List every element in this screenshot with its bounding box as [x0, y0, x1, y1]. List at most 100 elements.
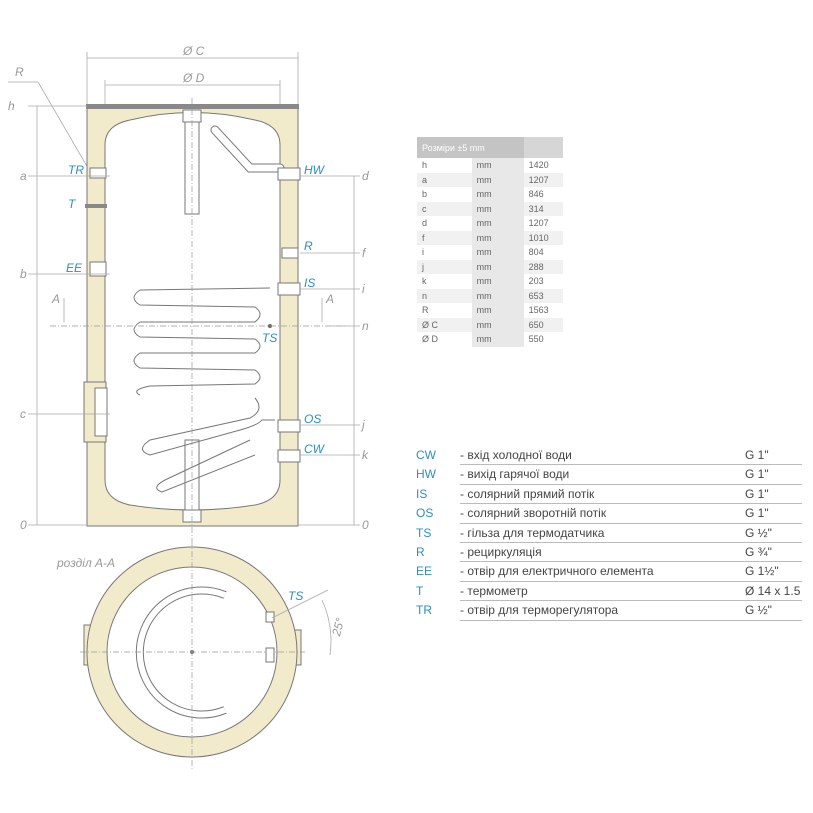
dim-value: 1010	[523, 230, 563, 245]
dim-value: 804	[528, 247, 544, 258]
label-ee: EE	[66, 261, 83, 275]
legend-description: - термометр	[460, 583, 528, 598]
dim-key: n	[417, 288, 472, 303]
legend-description: - гільза для термодатчика	[460, 525, 605, 540]
dim-r: R	[15, 65, 24, 79]
tank-body	[83, 104, 301, 527]
table-row: i mm 804	[417, 245, 563, 260]
label-t: T	[68, 197, 77, 211]
divider	[460, 580, 802, 582]
dim-unit: mm	[471, 317, 524, 332]
dim-value: 1563	[528, 305, 549, 316]
section-a-left: A	[51, 292, 60, 306]
legend-size: Ø 14 x 1.5	[745, 583, 801, 598]
dim-key: h	[422, 160, 428, 171]
legend-description: - отвір для електричного елемента	[460, 564, 654, 579]
dim-j: j	[360, 418, 365, 432]
legend-code: CW	[416, 448, 436, 462]
section-a-right: A	[325, 292, 334, 306]
dim-unit: mm	[471, 158, 524, 173]
dim-unit: mm	[471, 274, 524, 289]
dim-unit: mm	[471, 187, 524, 202]
dim-key: b	[422, 189, 428, 200]
legend-size: G 1"	[745, 448, 769, 462]
dim-unit: mm	[471, 259, 524, 274]
legend-description: - рециркуляція	[460, 544, 542, 559]
dim-value: 653	[523, 288, 563, 303]
label-hw: HW	[304, 163, 326, 177]
dim-value: 846	[528, 189, 544, 200]
dim-unit: mm	[471, 230, 524, 245]
angle-label: 25°	[329, 616, 348, 638]
dim-i: i	[362, 282, 365, 296]
legend-item: OS - солярний зворотній потік G 1"	[416, 504, 802, 524]
legend-size: G ½"	[745, 525, 772, 540]
legend-code: R	[416, 544, 425, 559]
left-dimensions: h a b c 0 A	[8, 99, 110, 532]
label-tr: TR	[68, 163, 84, 177]
table-row: Ø D mm 550	[417, 332, 563, 347]
dim-value: 550	[528, 334, 544, 345]
legend-code: IS	[416, 486, 428, 501]
label-cw: CW	[304, 442, 326, 456]
connection-labels: TR T EE HW R IS TS OS CW	[66, 163, 326, 456]
legend-code: OS	[416, 506, 434, 521]
legend-description: - солярний прямий потік	[460, 486, 595, 501]
divider	[460, 561, 802, 563]
dim-zero-right: 0	[362, 518, 369, 532]
section-title: розділ А-А	[56, 556, 115, 570]
dim-key: Ø D	[422, 334, 439, 345]
legend-description: - отвір для терморегулятора	[460, 603, 619, 618]
dim-key: f	[417, 230, 472, 245]
legend-code: HW	[416, 467, 436, 482]
dim-unit: mm	[471, 303, 524, 318]
legend-size: G 1"	[745, 506, 769, 521]
legend-code: EE	[416, 564, 433, 579]
label-r: R	[304, 239, 313, 253]
legend-item: IS - солярний прямий потік G 1"	[416, 485, 802, 505]
dim-key: c	[417, 201, 472, 216]
dim-key: i	[422, 247, 424, 258]
divider	[460, 619, 802, 621]
dim-c: c	[20, 407, 26, 421]
dim-key: Ø C	[417, 317, 472, 332]
legend-code: T	[416, 583, 424, 598]
label-ts: TS	[262, 331, 277, 345]
section-ts-label: TS	[288, 589, 303, 603]
dim-zero-left: 0	[20, 518, 27, 532]
legend-size: G 1"	[745, 486, 769, 501]
legend-item: T - термометр Ø 14 x 1.5	[416, 582, 802, 602]
dim-unit: mm	[471, 245, 524, 260]
dim-d: d	[362, 169, 369, 183]
divider	[460, 464, 802, 466]
legend-description: - вихід гарячої води	[460, 467, 570, 482]
dim-unit: mm	[471, 216, 524, 231]
dim-f: f	[362, 246, 367, 260]
divider	[460, 483, 802, 485]
dim-key: d	[422, 218, 428, 229]
table-row: b mm 846	[417, 187, 563, 202]
divider	[460, 600, 802, 602]
dim-unit: mm	[471, 172, 524, 187]
dim-unit: mm	[471, 332, 524, 347]
legend-description: - солярний зворотній потік	[460, 506, 607, 521]
divider	[460, 522, 802, 524]
dim-value: 1207	[523, 172, 563, 187]
dim-k: k	[362, 448, 369, 462]
